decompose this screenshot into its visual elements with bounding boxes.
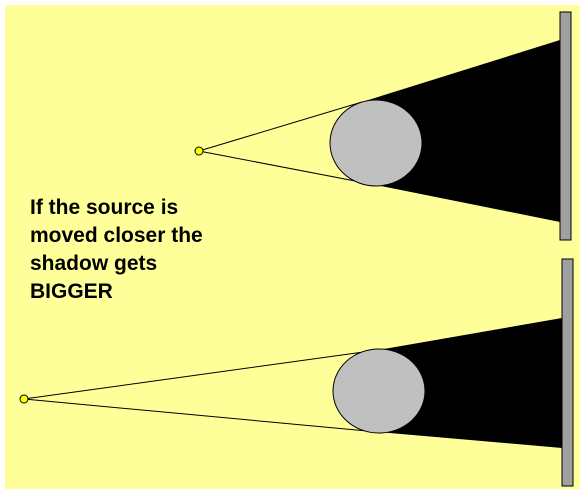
caption-line-2: moved closer the <box>30 222 270 250</box>
light-ray-upper-bottom <box>24 350 378 399</box>
light-source-bottom <box>20 395 28 403</box>
opaque-object-top <box>330 100 422 186</box>
caption-line-3: shadow gets <box>30 250 270 278</box>
explanation-caption: If the source is moved closer the shadow… <box>30 194 270 306</box>
caption-line-1: If the source is <box>30 194 270 222</box>
screen-bottom <box>562 259 573 486</box>
light-source-top <box>195 147 203 155</box>
screen-top <box>560 12 571 240</box>
caption-line-4: BIGGER <box>30 278 270 306</box>
opaque-object-bottom <box>333 349 425 433</box>
light-ray-lower-bottom <box>24 399 378 432</box>
